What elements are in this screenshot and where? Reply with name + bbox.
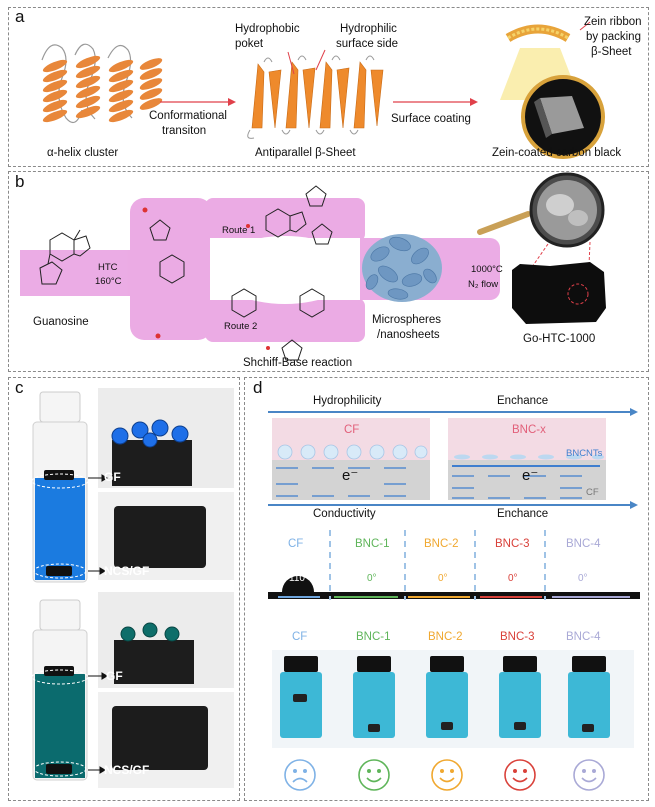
face-icons: [284, 759, 605, 791]
htc-label-1: HTC: [98, 262, 118, 273]
gf-blue-droplets-icon: [98, 388, 234, 488]
sample-name-cf: CF: [288, 538, 304, 550]
panel-d-label: d: [253, 378, 263, 397]
htc-label-2: 160°C: [95, 276, 122, 287]
cf-box-label: CF: [344, 424, 360, 436]
hydrophilicity-label: Hydrophilicity: [313, 395, 382, 407]
carbon-product-icon: [512, 262, 606, 324]
sample-name-cf-2: CF: [292, 631, 308, 643]
angle-cf: 110°: [289, 573, 309, 584]
gf-bottom-label: GF: [106, 669, 123, 683]
product-label: Go-HTC-1000: [523, 333, 596, 345]
water-drop-icon: [282, 576, 314, 592]
sample-name-bnc3-2: BNC-3: [500, 631, 535, 643]
microspheres-icon: [362, 234, 442, 302]
vial-bottom-icon: [31, 599, 89, 781]
electron-left-label: e⁻: [342, 467, 359, 484]
beta-sheet-icon: [247, 49, 384, 139]
angle-bnc1: 0°: [367, 573, 377, 584]
panel-a-label: a: [15, 7, 25, 26]
magnifier-icon: [477, 172, 605, 291]
panel-d: [244, 377, 649, 801]
ribbon-label-3: β-Sheet: [591, 46, 632, 58]
helix-ribbons: [42, 55, 163, 123]
route2-label: Route 2: [224, 321, 258, 332]
micro-label-1: Microspheres: [372, 314, 442, 326]
ncs-top-label: NCS/GF: [104, 564, 150, 578]
sample-name-bnc3: BNC-3: [495, 538, 530, 550]
water-droplets-icon: [277, 444, 428, 460]
panel-c-label: c: [15, 378, 24, 397]
transition-label-1: Conformational: [149, 110, 227, 122]
ncs-bottom-label: NCS/GF: [104, 763, 150, 777]
panel-b-label: b: [15, 172, 25, 191]
ribbon-label-1: Zein ribbon: [584, 16, 642, 28]
coated-label: Zein-coated carbon black: [492, 147, 622, 159]
sample-name-bnc2-2: BNC-2: [428, 631, 463, 643]
angle-bnc3: 0°: [508, 573, 518, 584]
panel-b: [8, 171, 649, 372]
hydrophilic-label-1: Hydrophilic: [340, 23, 397, 35]
divider-lines: [329, 530, 546, 600]
conductivity-label: Conductivity: [313, 508, 376, 520]
route1-label: Route 1: [222, 225, 256, 236]
helix-label: α-helix cluster: [47, 147, 119, 159]
hydrophobic-label-2: poket: [235, 38, 264, 50]
sample-name-bnc1: BNC-1: [355, 538, 390, 550]
enchance-top-label: Enchance: [497, 395, 549, 407]
ncs-gf-bottom-icon: [98, 692, 234, 788]
electron-right-label: e⁻: [522, 467, 539, 484]
angle-bnc4: 0°: [578, 573, 588, 584]
panel-c: [8, 377, 240, 801]
hydrophobic-label-1: Hydrophobic: [235, 23, 300, 35]
bncnts-label: BNCNTs: [566, 448, 603, 459]
route-molecules: [159, 208, 325, 318]
sheet-label: Antiparallel β-Sheet: [255, 147, 356, 159]
zein-carbon-black-icon: [500, 21, 605, 159]
sample-name-bnc1-2: BNC-1: [356, 631, 391, 643]
sample-name-bnc2: BNC-2: [424, 538, 459, 550]
cf-corner-label: CF: [586, 487, 599, 498]
panel-c-arrows: [88, 474, 108, 774]
angle-bnc2: 0°: [438, 573, 448, 584]
coating-label: Surface coating: [391, 113, 471, 125]
flat-droplets-icon: [454, 454, 604, 460]
bnc-box-label: BNC-x: [512, 424, 546, 436]
micro-label-2: /nanosheets: [377, 329, 440, 341]
vial-top-icon: [31, 391, 89, 583]
furfural-molecule-icon: [149, 185, 333, 361]
transition-label-2: transiton: [162, 125, 207, 137]
panel-a: [8, 7, 649, 167]
temp-label-1: 1000°C: [471, 264, 503, 275]
oxygen-atom-icons: [142, 207, 270, 350]
hydrophilic-label-2: surface side: [336, 38, 399, 50]
gf-teal-droplets-icon: [98, 592, 234, 688]
sample-name-bnc4: BNC-4: [566, 538, 601, 550]
ribbon-label-2: by packing: [586, 31, 641, 43]
enchance-bottom-label: Enchance: [497, 508, 549, 520]
sample-name-bnc4-2: BNC-4: [566, 631, 601, 643]
temp-label-2: N₂ flow: [468, 279, 499, 290]
gf-top-label: GF: [104, 470, 121, 484]
schiff-label: Shchiff-Base reaction: [243, 357, 353, 369]
ncs-gf-top-icon: [98, 492, 234, 580]
guanosine-molecule-icon: [39, 229, 91, 285]
guanosine-label: Guanosine: [33, 316, 89, 328]
vials-row-icon: [280, 656, 610, 738]
electron-flow-arrows: [276, 465, 600, 499]
